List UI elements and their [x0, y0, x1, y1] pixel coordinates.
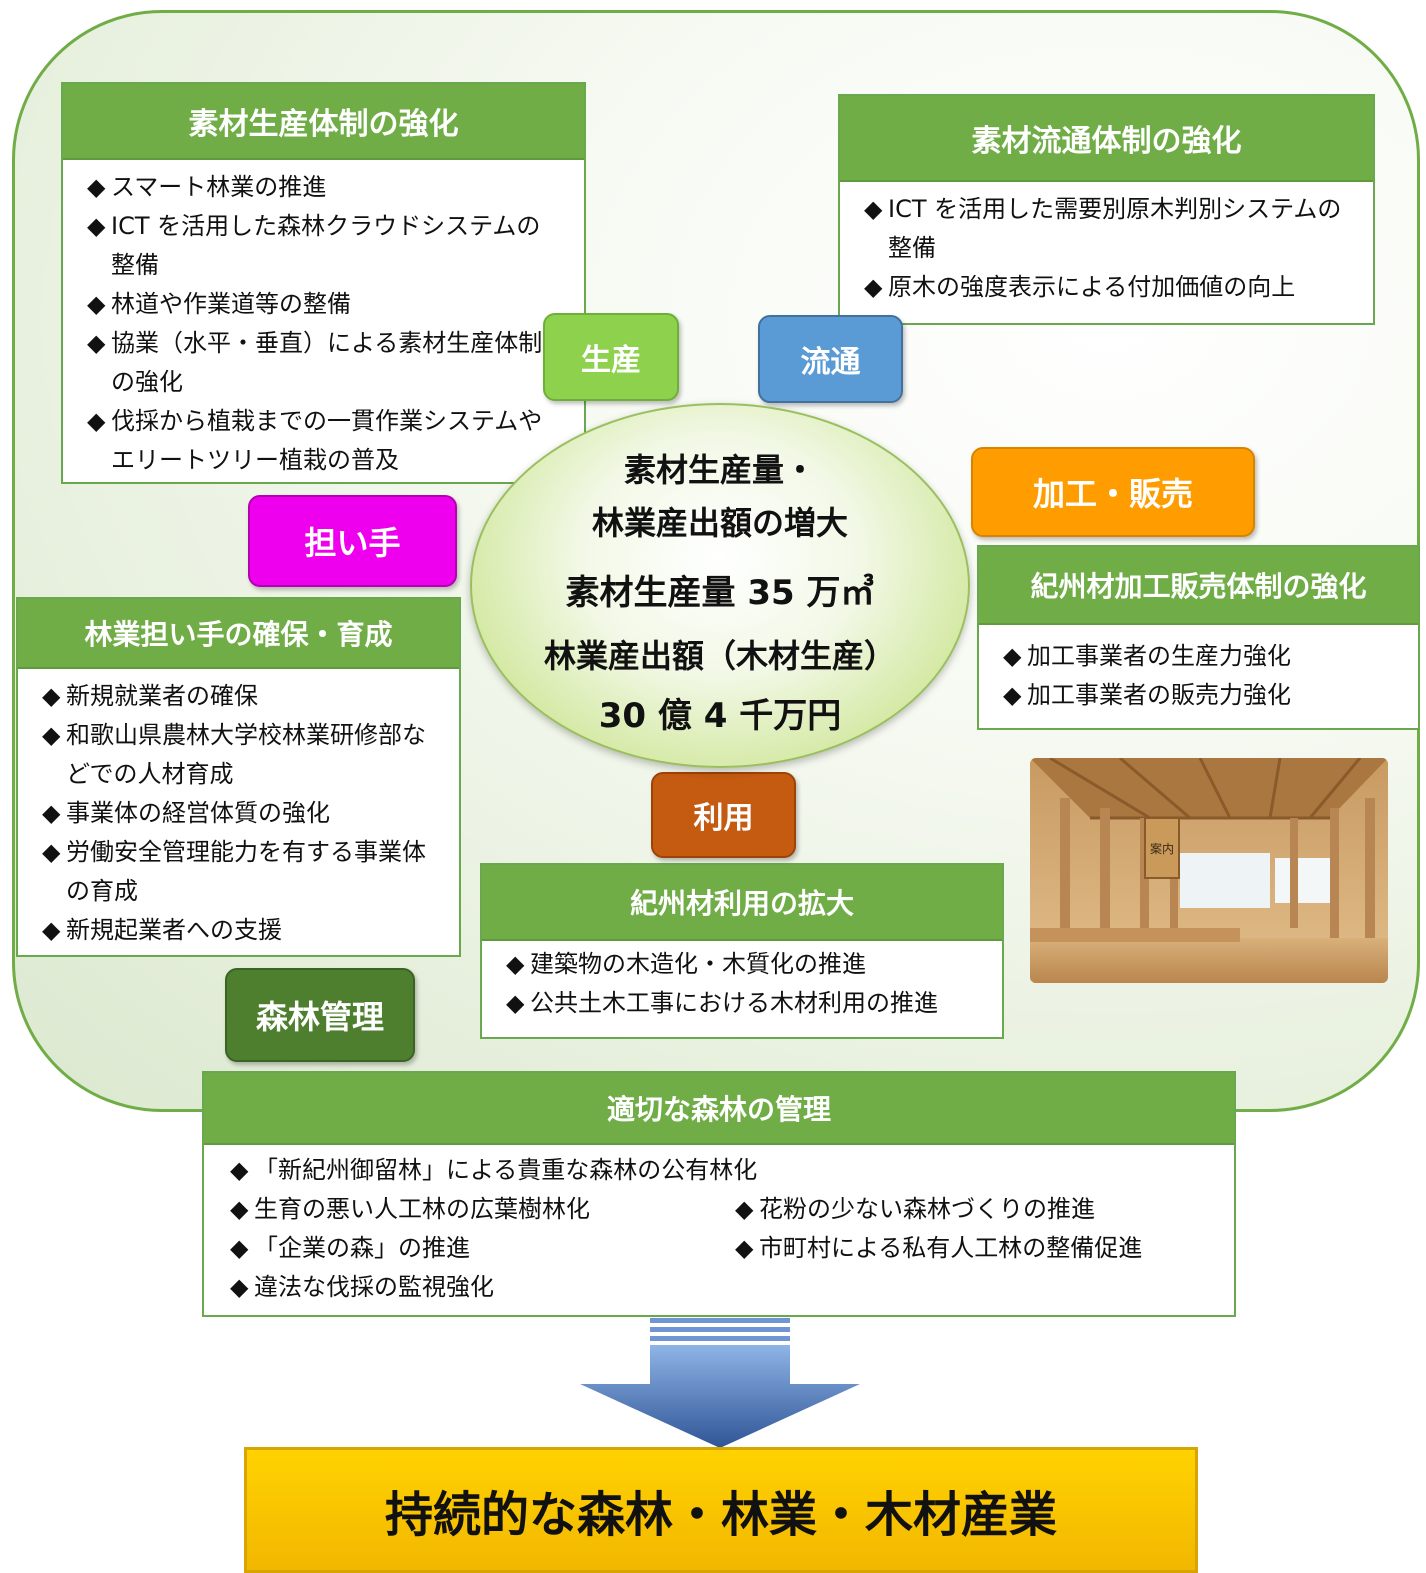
center-goal-ellipse: 素材生産量・ 林業産出額の増大 素材生産量 35 万㎥ 林業産出額（木材生産） … [470, 403, 970, 768]
list-item: 建築物の木造化・木質化の推進 [506, 945, 992, 984]
list-item: ICT を活用した森林クラウドシステムの整備 [87, 207, 564, 285]
distribution-title: 素材流通体制の強化 [840, 96, 1373, 182]
usage-title: 紀州材利用の拡大 [482, 865, 1002, 941]
production-box: 素材生産体制の強化 スマート林業の推進 ICT を活用した森林クラウドシステムの… [61, 82, 586, 484]
list-item: 新規就業者の確保 [42, 677, 447, 716]
tag-workers: 担い手 [248, 495, 457, 587]
management-title: 適切な森林の管理 [204, 1073, 1234, 1145]
workers-list: 新規就業者の確保 和歌山県農林大学校林業研修部などでの人材育成 事業体の経営体質… [18, 669, 459, 950]
center-line-1: 素材生産量・ [623, 451, 816, 489]
tag-usage: 利用 [651, 772, 796, 858]
list-item: 「企業の森」の推進 [230, 1229, 735, 1268]
center-line-4: 林業産出額（木材生産） [543, 637, 896, 675]
list-item: 花粉の少ない森林づくりの推進 [735, 1190, 1142, 1229]
center-line-2: 林業産出額の増大 [591, 504, 848, 542]
workers-box: 林業担い手の確保・育成 新規就業者の確保 和歌山県農林大学校林業研修部などでの人… [16, 597, 461, 957]
list-item: ICT を活用した需要別原木判別システムの整備 [864, 190, 1347, 268]
tag-processing: 加工・販売 [971, 447, 1255, 537]
list-item: 違法な伐採の監視強化 [230, 1268, 735, 1307]
list-item: 事業体の経営体質の強化 [42, 794, 447, 833]
list-item: 市町村による私有人工林の整備促進 [735, 1229, 1142, 1268]
list-item: 新規起業者への支援 [42, 911, 447, 950]
management-list-left: 「新紀州御留林」による貴重な森林の公有林化 生育の悪い人工林の広葉樹林化 「企業… [230, 1151, 757, 1307]
distribution-box: 素材流通体制の強化 ICT を活用した需要別原木判別システムの整備 原木の強度表… [838, 94, 1375, 325]
list-item: 協業（水平・垂直）による素材生産体制の強化 [87, 324, 564, 402]
list-item: 加工事業者の販売力強化 [1003, 676, 1410, 715]
list-item: 伐採から植栽までの一貫作業システムやエリートツリー植栽の普及 [87, 402, 564, 480]
list-item: 林道や作業道等の整備 [87, 285, 564, 324]
management-box: 適切な森林の管理 「新紀州御留林」による貴重な森林の公有林化 生育の悪い人工林の… [202, 1071, 1236, 1317]
workers-title: 林業担い手の確保・育成 [18, 599, 459, 669]
center-line-3: 素材生産量 35 万㎥ [565, 573, 875, 613]
production-title: 素材生産体制の強化 [63, 84, 584, 160]
list-item: 原木の強度表示による付加価値の向上 [864, 268, 1347, 307]
processing-list: 加工事業者の生産力強化 加工事業者の販売力強化 [979, 625, 1418, 715]
management-list-right: 花粉の少ない森林づくりの推進 市町村による私有人工林の整備促進 [735, 1151, 1142, 1307]
tag-management: 森林管理 [225, 968, 415, 1062]
list-item: スマート林業の推進 [87, 168, 564, 207]
list-item: 生育の悪い人工林の広葉樹林化 [230, 1190, 735, 1229]
down-arrow-icon [580, 1318, 860, 1448]
photo-sign-text: 案内 [1150, 841, 1174, 856]
tag-production: 生産 [543, 313, 679, 401]
wooden-interior-illustration: 案内 [1030, 758, 1388, 983]
processing-title: 紀州材加工販売体制の強化 [979, 547, 1418, 625]
wooden-interior-photo: 案内 [1030, 758, 1388, 983]
list-item: 和歌山県農林大学校林業研修部などでの人材育成 [42, 716, 447, 794]
list-item: 公共土木工事における木材利用の推進 [506, 984, 992, 1023]
usage-box: 紀州材利用の拡大 建築物の木造化・木質化の推進 公共土木工事における木材利用の推… [480, 863, 1004, 1039]
center-line-5: 30 億 4 千万円 [598, 696, 842, 736]
usage-list: 建築物の木造化・木質化の推進 公共土木工事における木材利用の推進 [482, 941, 1002, 1023]
list-item: 労働安全管理能力を有する事業体の育成 [42, 833, 447, 911]
processing-box: 紀州材加工販売体制の強化 加工事業者の生産力強化 加工事業者の販売力強化 [977, 545, 1420, 730]
list-item: 「新紀州御留林」による貴重な森林の公有林化 [230, 1151, 757, 1190]
tag-distribution: 流通 [758, 315, 903, 403]
distribution-list: ICT を活用した需要別原木判別システムの整備 原木の強度表示による付加価値の向… [840, 182, 1373, 307]
production-list: スマート林業の推進 ICT を活用した森林クラウドシステムの整備 林道や作業道等… [63, 160, 584, 480]
final-goal-banner: 持続的な森林・林業・木材産業 [244, 1447, 1198, 1573]
management-columns: 「新紀州御留林」による貴重な森林の公有林化 生育の悪い人工林の広葉樹林化 「企業… [204, 1145, 1234, 1307]
list-item: 加工事業者の生産力強化 [1003, 637, 1410, 676]
